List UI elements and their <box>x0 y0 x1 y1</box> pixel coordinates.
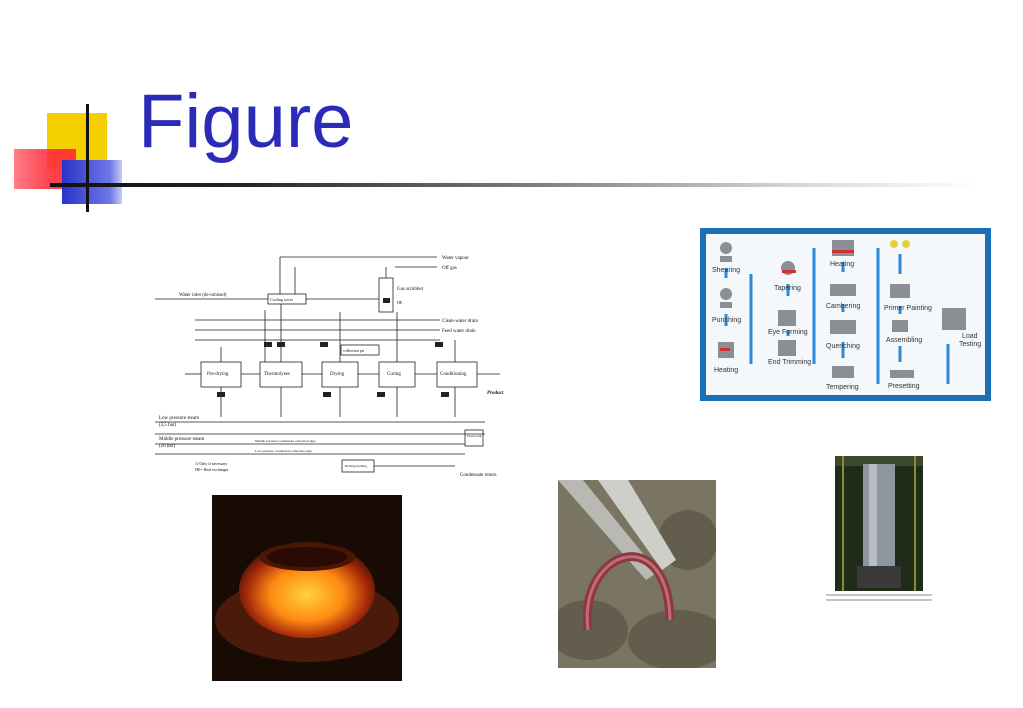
label-conditioning: Conditioning <box>440 372 467 377</box>
label-pre-drying: Pre-drying <box>207 372 229 377</box>
step-heating-2: Heating <box>830 261 854 268</box>
industrial-column-photo <box>835 456 923 591</box>
process-strip-panel: Shearing Punching Heating Tapering Eye F… <box>706 234 985 395</box>
process-strip-graphic: Shearing Punching Heating Tapering Eye F… <box>712 240 981 391</box>
glowing-ring-photo <box>212 495 402 681</box>
title-decor-blue-square <box>62 160 122 204</box>
label-thermolyses: Thermolyses <box>264 372 290 377</box>
label-off-gas: Off gas <box>442 266 457 271</box>
label-water-vapour: Water vapour <box>442 256 469 261</box>
label-clean-water-drain: Clean-water drain <box>442 319 478 324</box>
step-tapering: Tapering <box>774 285 801 292</box>
slide-title: Figure <box>138 79 354 164</box>
label-he: HE <box>397 300 403 305</box>
label-note-2: HE= Heat exchanger <box>195 467 229 472</box>
step-punching: Punching <box>712 317 741 324</box>
label-low-pressure-value: (3,5 bar) <box>159 423 177 428</box>
label-water-inlet: Water inlet (de-ionised) <box>179 293 227 298</box>
step-load-testing-1: Load <box>962 333 978 340</box>
step-eye-forming: Eye Forming <box>768 329 808 336</box>
label-boiling-feeding: Boiling feeding <box>345 464 367 468</box>
label-drying: Drying <box>330 372 345 377</box>
step-quenching: Quenching <box>826 343 860 350</box>
label-curing: Curing <box>387 372 401 377</box>
label-lp-condensate: Low pressure condensate collection pipe <box>255 449 312 453</box>
label-feed-water-drain: Feed water drain <box>442 329 476 334</box>
label-flash-tank: Flash tank <box>467 434 482 438</box>
label-collection-pit: collection pit <box>343 348 365 353</box>
label-middle-pressure-value: (20 bar) <box>159 444 175 449</box>
column-photo-caption <box>826 594 932 601</box>
step-heating-1: Heating <box>714 367 738 374</box>
label-low-pressure-steam: Low pressure steam <box>159 416 199 421</box>
title-underline <box>50 183 980 187</box>
step-assembling: Assembling <box>886 337 922 344</box>
plant-flow-diagram: Water vapour Off gas Water inlet (de-ion… <box>155 256 504 478</box>
label-condensate-return: Condensate return <box>460 473 497 478</box>
title-decor-vertical-line <box>86 104 89 212</box>
step-end-trimming: End Trimming <box>768 359 811 366</box>
step-presetting: Presetting <box>888 383 920 390</box>
bent-bar-tongs-photo <box>558 480 716 668</box>
step-shearing: Shearing <box>712 267 740 274</box>
label-middle-pressure-steam: Middle pressure steam <box>159 437 204 442</box>
label-product: Product <box>487 391 504 396</box>
label-cooling-tower: Cooling tower <box>270 297 294 302</box>
step-cambering: Cambering <box>826 303 860 310</box>
step-load-testing-2: Testing <box>959 341 981 348</box>
process-strip: Shearing Punching Heating Tapering Eye F… <box>700 228 991 401</box>
step-primer-painting: Primer Painting <box>884 305 932 312</box>
step-tempering: Tempering <box>826 384 859 391</box>
label-gas-scrubber: Gas scrubber <box>397 287 424 292</box>
label-note-1: 1) Only if necessary <box>195 461 227 466</box>
label-mp-condensate: Middle pressure condensate collection pi… <box>255 439 316 443</box>
